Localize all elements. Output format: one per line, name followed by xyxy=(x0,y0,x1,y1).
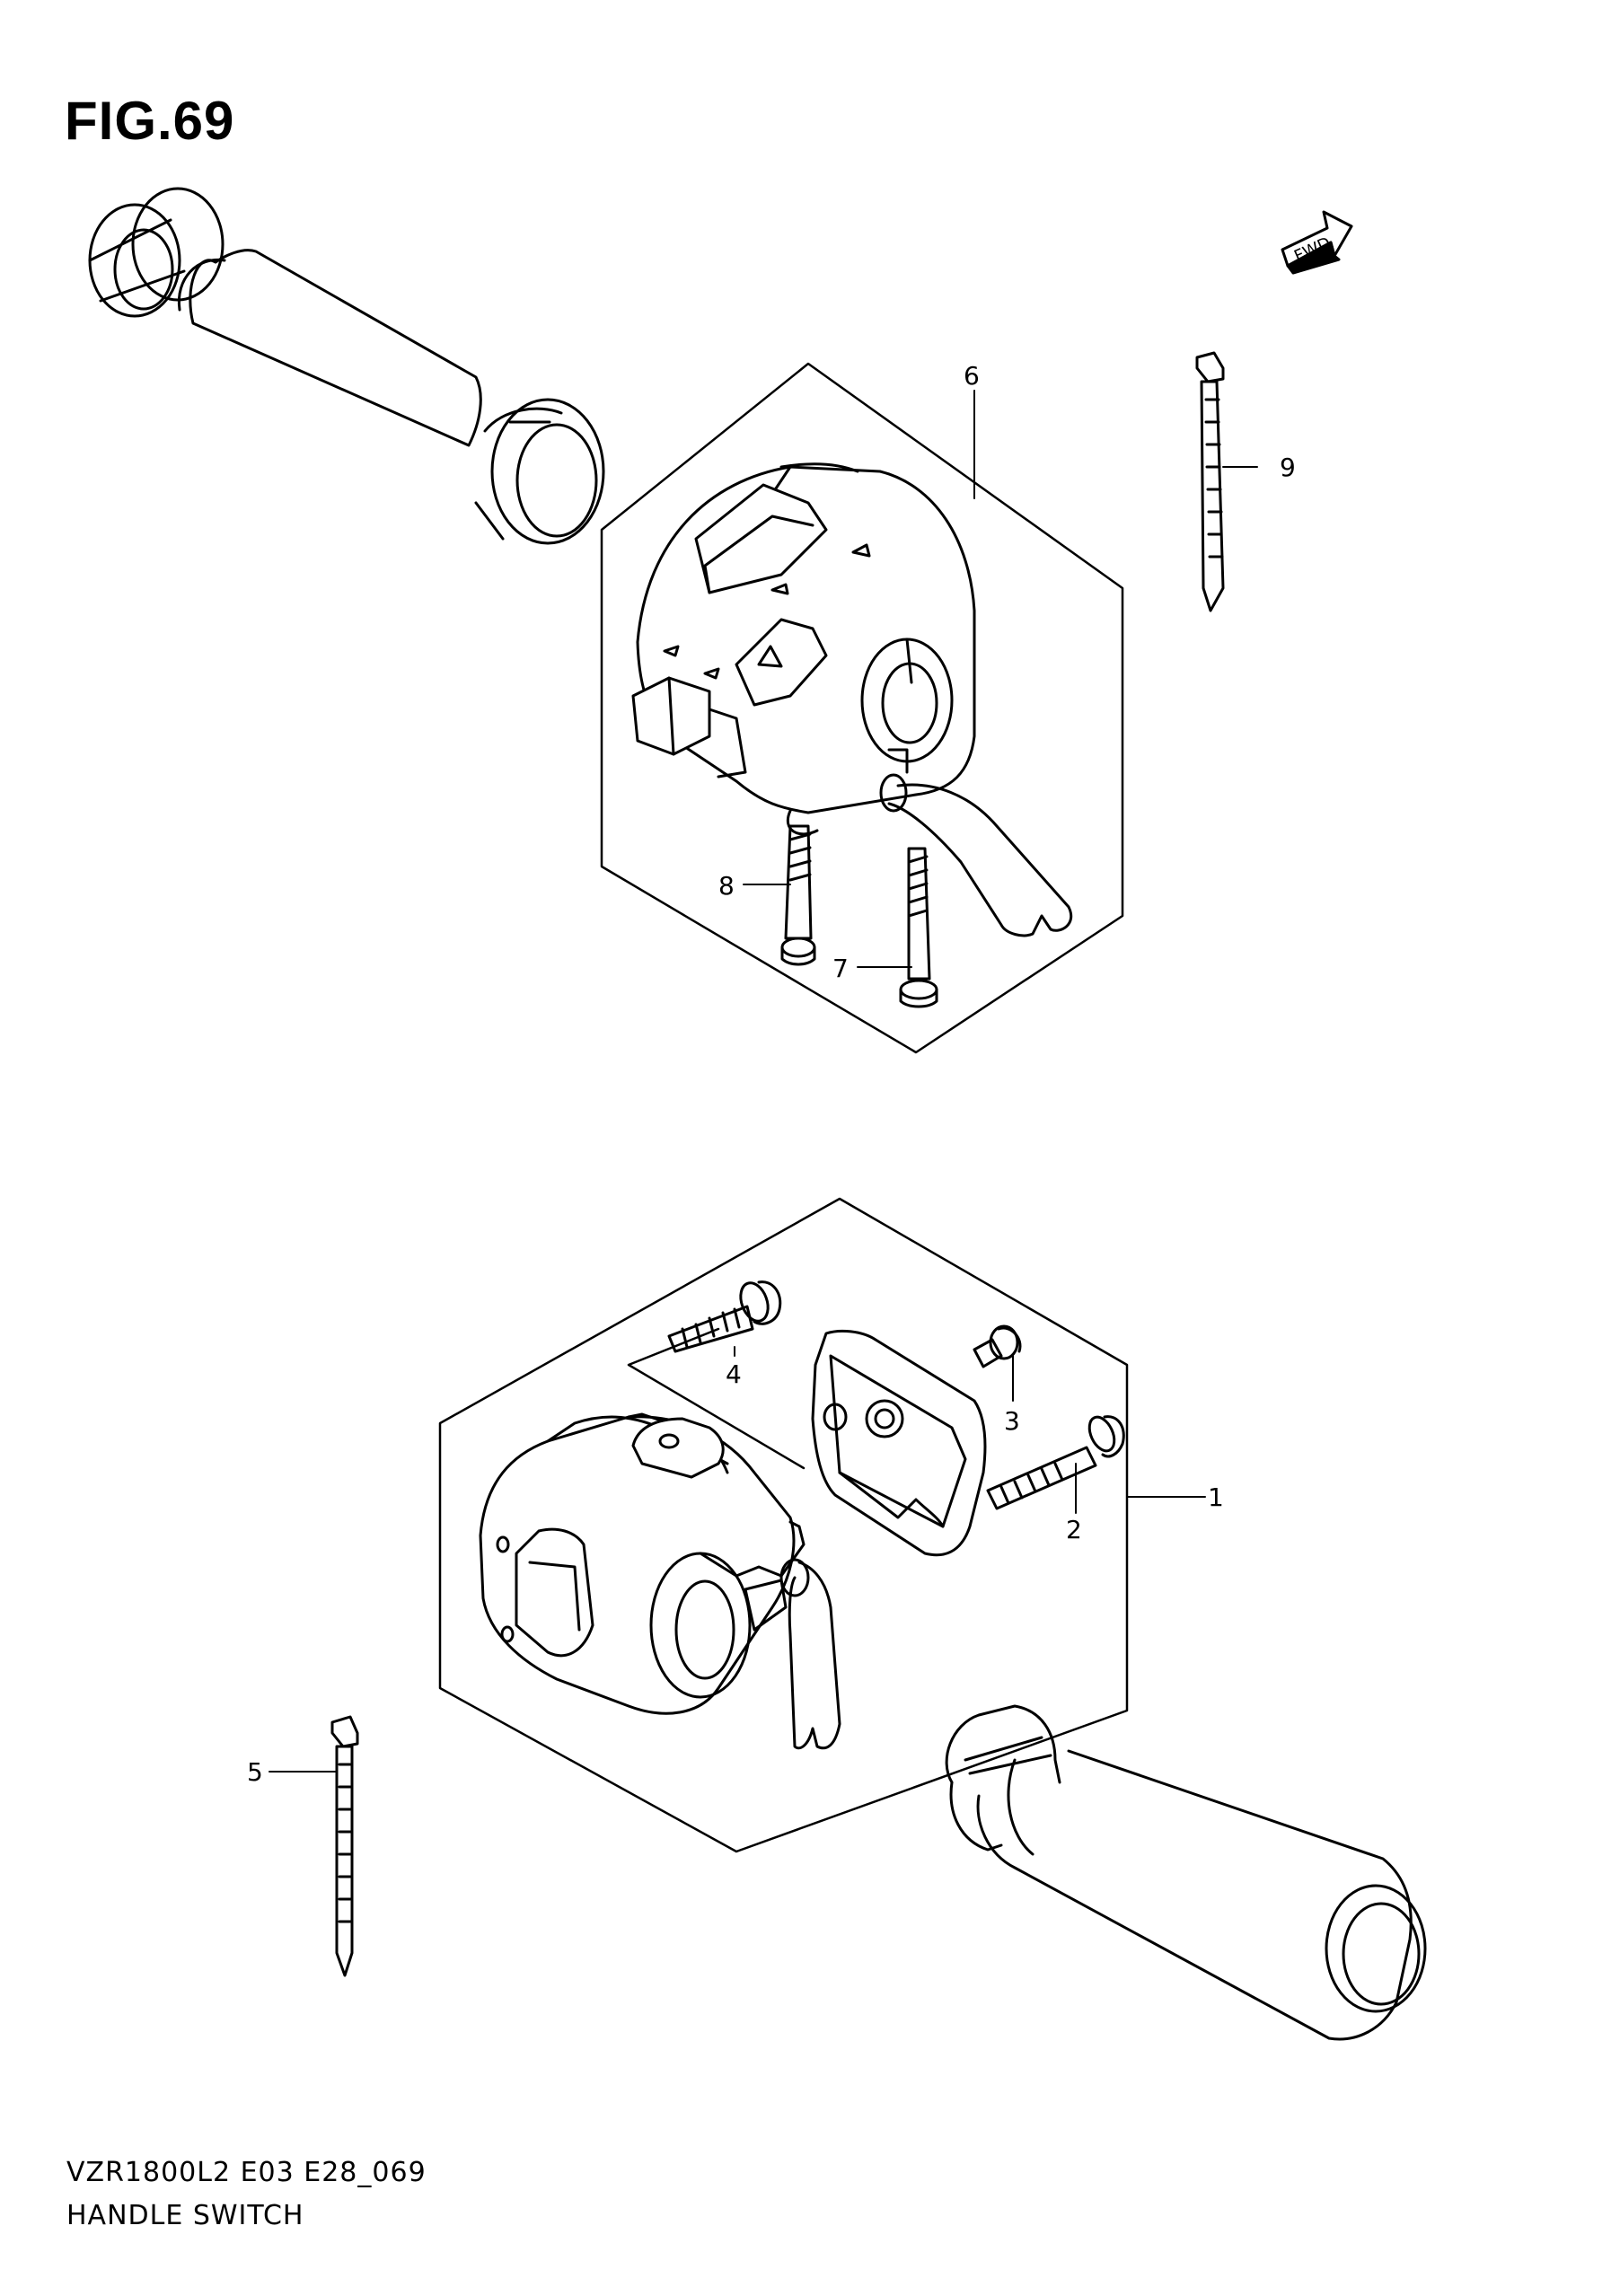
section-name: HANDLE SWITCH xyxy=(66,2200,304,2231)
right-handlebar-grip xyxy=(945,1704,1427,2041)
callout-4: 4 xyxy=(726,1359,742,1389)
callout-8: 8 xyxy=(718,871,735,901)
screw-part-2 xyxy=(986,1415,1125,1510)
lower-assembly-frame xyxy=(438,1197,1129,1853)
screw-part-8 xyxy=(780,824,816,966)
left-handlebar-grip xyxy=(177,249,605,545)
left-handle-switch-assembly xyxy=(631,462,1072,937)
screw-part-3 xyxy=(973,1324,1022,1368)
cable-tie-part-9 xyxy=(1195,351,1225,612)
screw-part-7 xyxy=(899,847,938,1008)
callout-9: 9 xyxy=(1280,453,1296,482)
screw-part-4 xyxy=(667,1280,782,1353)
model-code: VZR1800L2 E03 E28_069 xyxy=(66,2157,427,2188)
callout-5: 5 xyxy=(247,1757,263,1787)
upper-assembly-frame xyxy=(600,362,1124,1054)
callout-2: 2 xyxy=(1066,1515,1082,1544)
callout-6: 6 xyxy=(964,361,980,391)
callout-leaders xyxy=(269,390,1258,1773)
fwd-arrow-icon: FWD xyxy=(1281,210,1353,275)
cable-tie-part-5 xyxy=(330,1715,359,1977)
callout-labels: 1 2 3 4 5 6 7 8 9 xyxy=(247,361,1296,1787)
callout-3: 3 xyxy=(1004,1406,1020,1436)
right-handle-switch-assembly xyxy=(479,1412,841,1750)
callout-7: 7 xyxy=(832,954,849,983)
grip-end-weight xyxy=(88,187,225,318)
figure-title: FIG.69 xyxy=(65,91,235,151)
switch-housing-cover xyxy=(811,1329,987,1557)
callout-1: 1 xyxy=(1208,1482,1224,1512)
